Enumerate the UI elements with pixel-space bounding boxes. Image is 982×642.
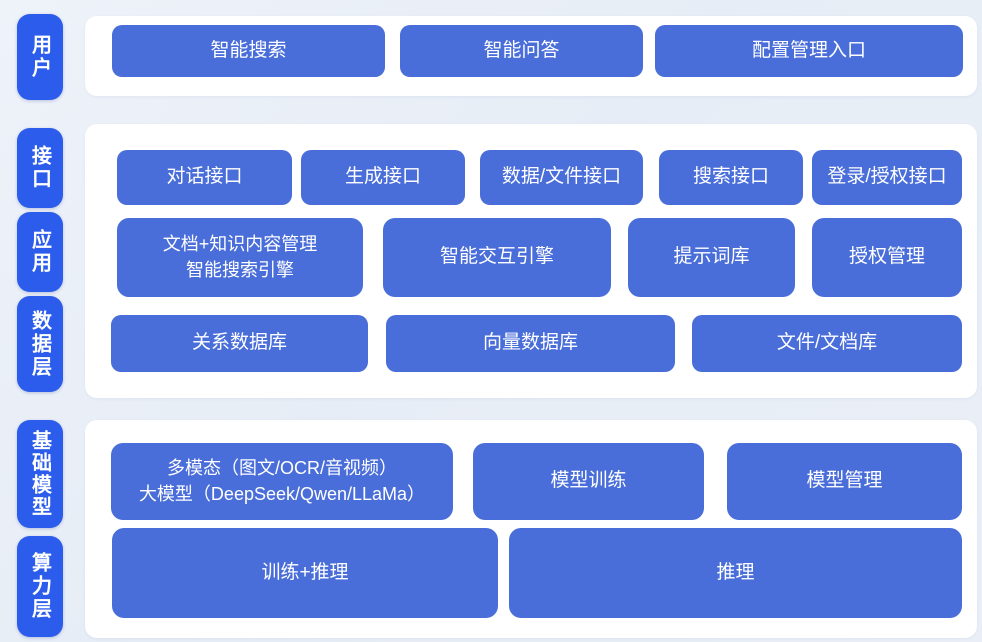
block-multimodal-llm: 多模态（图文/OCR/音视频） 大模型（DeepSeek/Qwen/LLaMa）: [111, 443, 453, 520]
layer-label-interface: 接口: [17, 128, 63, 208]
layer-label-application: 应用: [17, 212, 63, 292]
block-data-file-api: 数据/文件接口: [480, 150, 643, 205]
block-config-management-entry: 配置管理入口: [655, 25, 963, 77]
block-auth-management: 授权管理: [812, 218, 962, 297]
block-model-management: 模型管理: [727, 443, 962, 520]
layer-label-foundation-model: 基础模型: [17, 420, 63, 528]
layer-label-data: 数据层: [17, 296, 63, 392]
block-training-inference: 训练+推理: [112, 528, 498, 618]
block-model-training: 模型训练: [473, 443, 704, 520]
block-dialog-api: 对话接口: [117, 150, 292, 205]
block-relational-db: 关系数据库: [111, 315, 368, 372]
block-inference: 推理: [509, 528, 962, 618]
block-smart-search: 智能搜索: [112, 25, 385, 77]
block-vector-db: 向量数据库: [386, 315, 675, 372]
block-prompt-library: 提示词库: [628, 218, 795, 297]
layer-label-user: 用户: [17, 14, 63, 100]
block-login-auth-api: 登录/授权接口: [812, 150, 962, 205]
block-intelligent-interaction-engine: 智能交互引擎: [383, 218, 611, 297]
block-file-doc-library: 文件/文档库: [692, 315, 962, 372]
block-search-api: 搜索接口: [659, 150, 803, 205]
block-smart-qa: 智能问答: [400, 25, 643, 77]
block-generation-api: 生成接口: [301, 150, 465, 205]
block-doc-knowledge-search-engine: 文档+知识内容管理 智能搜索引擎: [117, 218, 363, 297]
layer-label-compute: 算力层: [17, 536, 63, 637]
